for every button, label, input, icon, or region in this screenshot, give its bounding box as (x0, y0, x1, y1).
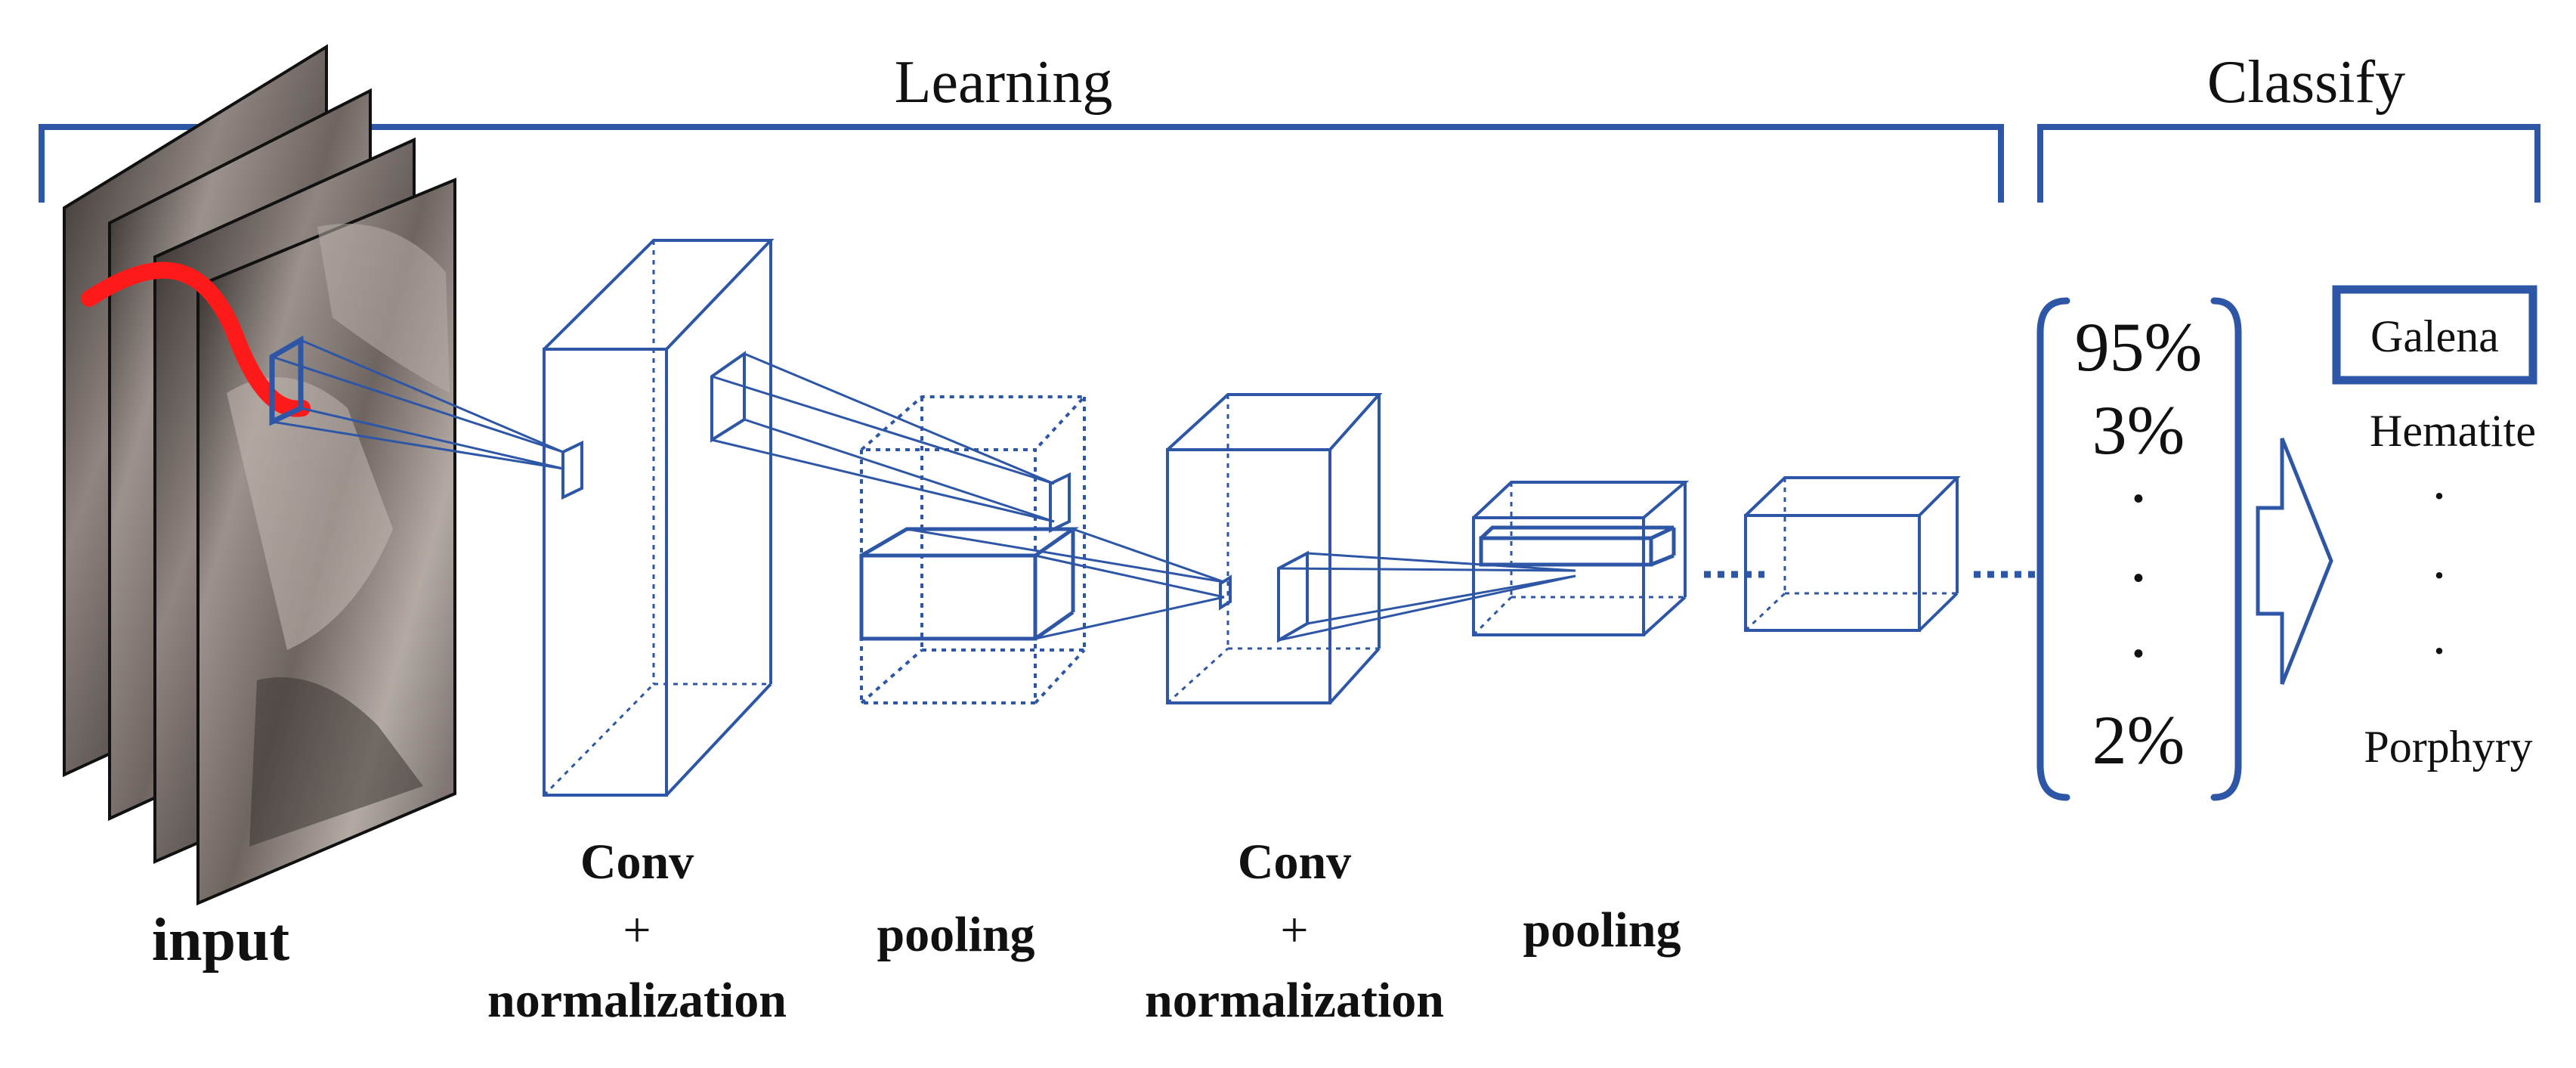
class-list: Galena Hematite · · · Porphyry (2332, 285, 2537, 772)
output-arrow-icon (2256, 438, 2333, 685)
conv2-kernel-right (1277, 550, 1309, 643)
probability-vector: 95% 3% · · · 2% (2075, 308, 2203, 779)
input-image-stack (63, 44, 456, 906)
conv2-block (1166, 393, 1383, 704)
label-conv1-line3: normalization (487, 973, 787, 1028)
probability-dot-3: · (2127, 614, 2151, 692)
pool2-block (1472, 481, 1690, 636)
label-input: input (152, 907, 290, 974)
conv2-kernel-front (1219, 574, 1232, 611)
class-dot-2: · (2430, 545, 2448, 605)
label-pool2: pooling (1523, 902, 1681, 958)
conv1-kernel-right (710, 351, 746, 443)
pool1-block (859, 395, 1088, 704)
label-conv2-line2: + (1280, 902, 1308, 958)
conv1-kernel-front (561, 440, 583, 500)
learning-bracket (39, 124, 2004, 203)
probability-vector-brackets (2036, 297, 2242, 801)
pool1-kernel (1049, 472, 1071, 534)
classify-title: Classify (2207, 49, 2405, 116)
class-galena: Galena (2370, 311, 2499, 361)
projection-lines-3 (906, 528, 1225, 640)
conv1-block (543, 239, 775, 797)
projection-lines-1 (271, 339, 564, 470)
rock-texture (227, 224, 450, 847)
label-pool1: pooling (877, 907, 1034, 962)
class-dot-3: · (2430, 621, 2448, 681)
final-feature-block (1744, 476, 1961, 632)
class-hematite: Hematite (2370, 406, 2536, 456)
projection-lines-2 (711, 352, 1055, 523)
probability-dot-2: · (2127, 539, 2151, 616)
class-dot-1: · (2430, 466, 2448, 526)
probability-1: 95% (2075, 308, 2203, 385)
probability-last: 2% (2092, 701, 2185, 779)
probability-2: 3% (2092, 392, 2185, 469)
predicted-class-box (2332, 285, 2537, 385)
red-curve (81, 262, 311, 417)
class-porphyry: Porphyry (2364, 722, 2532, 772)
learning-title: Learning (895, 49, 1113, 116)
projection-lines-4 (1278, 552, 1576, 642)
probability-dot-1: · (2127, 460, 2151, 537)
stage-labels: input Conv + normalization pooling Conv … (152, 834, 1681, 1028)
label-conv1-line1: Conv (580, 834, 694, 890)
classify-bracket (2037, 124, 2540, 203)
label-conv2-line1: Conv (1238, 834, 1351, 890)
label-conv2-line3: normalization (1145, 973, 1444, 1028)
label-conv1-line2: + (623, 902, 651, 958)
